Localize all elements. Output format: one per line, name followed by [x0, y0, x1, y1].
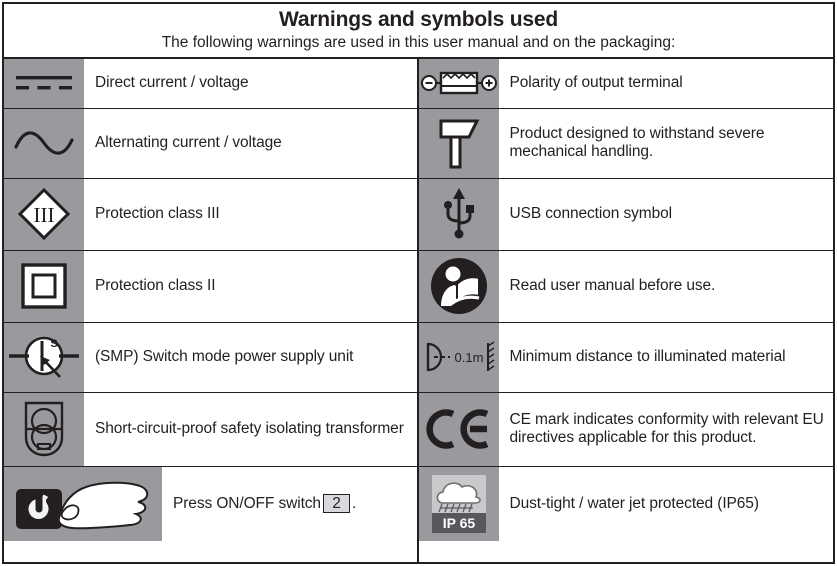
- row-label-cell: Alternating current / voltage: [84, 108, 417, 178]
- row-label: (SMP) Switch mode power supply unit: [95, 348, 354, 365]
- row-label: Protection class III: [95, 205, 220, 222]
- table-header: Warnings and symbols used The following …: [4, 4, 833, 59]
- row-label: Short-circuit-proof safety isolating tra…: [95, 420, 404, 437]
- table-row: Polarity of output terminal: [418, 58, 833, 109]
- row-label-before: Press ON/OFF switch: [173, 495, 321, 512]
- row-label: Direct current / voltage: [95, 74, 249, 91]
- row-label-cell: Protection class III: [84, 178, 417, 250]
- row-label-cell: Direct current / voltage: [84, 58, 417, 108]
- table-row: Direct current / voltage: [4, 58, 417, 109]
- page-title: Warnings and symbols used: [279, 8, 558, 31]
- hammer-impact-resistance-icon: [418, 108, 499, 178]
- svg-text:0.1m: 0.1m: [454, 350, 483, 365]
- table-row: IP 65 Dust-tight / water jet protected (…: [418, 466, 833, 541]
- row-label: Polarity of output terminal: [509, 74, 683, 91]
- switch-mode-power-supply-icon: S: [4, 322, 84, 392]
- svg-text:III: III: [34, 203, 55, 227]
- table-row: CE mark indicates conformity with releva…: [418, 392, 833, 467]
- row-label: Alternating current / voltage: [95, 134, 282, 151]
- row-label: USB connection symbol: [509, 205, 673, 222]
- protection-class-3-icon: III: [4, 178, 84, 250]
- row-label: Product designed to withstand severe mec…: [509, 124, 765, 161]
- read-user-manual-icon: [418, 250, 499, 322]
- table-row: Product designed to withstand severe mec…: [418, 108, 833, 179]
- table-row: 0.1m Minimum distance to illuminated mat…: [418, 322, 833, 393]
- row-label-cell: CE mark indicates conformity with releva…: [498, 392, 833, 466]
- table-row: S (SMP) Switch mode power supply unit: [4, 322, 417, 393]
- table-row: Short-circuit-proof safety isolating tra…: [4, 392, 417, 467]
- step-badge: 2: [322, 494, 350, 514]
- table-row: III Protection class III: [4, 178, 417, 251]
- protection-class-2-icon: [4, 250, 84, 322]
- direct-current-icon: [4, 58, 84, 108]
- ip65-rain-cloud-icon: IP 65: [418, 466, 499, 541]
- left-column: Direct current / voltage Alternating cur…: [4, 58, 419, 562]
- svg-text:S: S: [50, 338, 57, 350]
- row-label: Dust-tight / water jet protected (IP65): [509, 494, 759, 512]
- row-label-after: .: [351, 495, 357, 512]
- right-column: Polarity of output terminal Product desi…: [418, 58, 833, 562]
- row-label: Minimum distance to illuminated material: [509, 348, 786, 365]
- table-row: Read user manual before use.: [418, 250, 833, 323]
- minimum-distance-icon: 0.1m: [418, 322, 499, 392]
- polarity-of-output-terminal-icon: [418, 58, 499, 108]
- press-on-off-switch-icon: [4, 466, 162, 541]
- row-label-cell: Polarity of output terminal: [498, 58, 833, 108]
- page-subtitle: The following warnings are used in this …: [161, 34, 676, 52]
- row-label-cell: USB connection symbol: [498, 178, 833, 250]
- row-label-cell: Minimum distance to illuminated material: [498, 322, 833, 392]
- row-label: Protection class II: [95, 277, 216, 294]
- alternating-current-icon: [4, 108, 84, 178]
- row-label-cell: (SMP) Switch mode power supply unit: [84, 322, 417, 392]
- table-row: USB connection symbol: [418, 178, 833, 251]
- table-row: Protection class II: [4, 250, 417, 323]
- row-label-cell: Short-circuit-proof safety isolating tra…: [84, 392, 417, 466]
- symbols-grid: Direct current / voltage Alternating cur…: [4, 58, 833, 562]
- row-label-cell: Read user manual before use.: [498, 250, 833, 322]
- isolating-transformer-icon: [4, 392, 84, 466]
- row-label-cell: Protection class II: [84, 250, 417, 322]
- usb-icon: [418, 178, 499, 250]
- ce-mark-icon: [418, 392, 499, 466]
- table-row: Alternating current / voltage: [4, 108, 417, 179]
- row-label: CE mark indicates conformity with releva…: [509, 410, 824, 447]
- row-label-cell: Dust-tight / water jet protected (IP65): [498, 466, 833, 541]
- row-label: Read user manual before use.: [509, 277, 716, 294]
- row-label-cell: Product designed to withstand severe mec…: [498, 108, 833, 178]
- svg-text:IP 65: IP 65: [442, 515, 475, 531]
